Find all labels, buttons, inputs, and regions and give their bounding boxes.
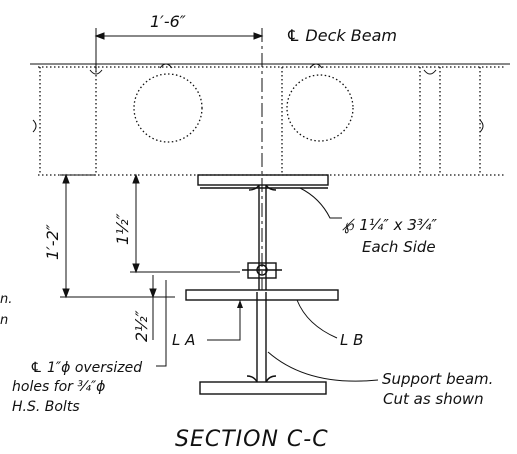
holes-label-1: ℄ 1″ϕ oversized (30, 360, 142, 376)
keyhole-marks (32, 63, 484, 133)
angle-b-leader (296, 299, 338, 339)
holes-label-3: H.S. Bolts (12, 399, 80, 415)
dim-low (149, 275, 157, 340)
cl-deck-beam-label: ℄ Deck Beam (286, 26, 397, 45)
angle-b-label: L B (340, 331, 363, 349)
beam-web (248, 184, 277, 382)
section-title: SECTION C-C (175, 427, 329, 452)
each-side-label: Each Side (362, 238, 436, 256)
dim-left-label: 1′-2″ (43, 224, 62, 260)
plate-label: ℘̸ 1¼″ x 3¾″ (341, 216, 437, 234)
dim-mid (130, 173, 240, 274)
holes-leader (156, 280, 167, 367)
dim-low-label: 2½″ (132, 310, 151, 342)
support-leader (267, 351, 379, 382)
cut-left-1: n. (0, 292, 12, 307)
cut-left-2: n (0, 313, 8, 328)
holes-label-2: holes for ¾″ϕ (12, 379, 105, 395)
deck-outline (38, 66, 505, 176)
dim-left (60, 173, 175, 299)
support-label-1: Support beam. (382, 370, 493, 388)
angle-a-leader (207, 300, 241, 341)
top-flange (197, 174, 329, 189)
dim-top-label: 1′-6″ (150, 12, 186, 31)
support-label-2: Cut as shown (383, 390, 484, 408)
bottom-flange (199, 375, 327, 395)
plate-leader (299, 187, 342, 219)
angle-flange (185, 289, 339, 301)
dim-mid-label: 1½″ (113, 213, 132, 245)
angle-a-label: L A (172, 331, 195, 349)
bolt-connection (242, 262, 282, 279)
dim-top (94, 28, 264, 72)
